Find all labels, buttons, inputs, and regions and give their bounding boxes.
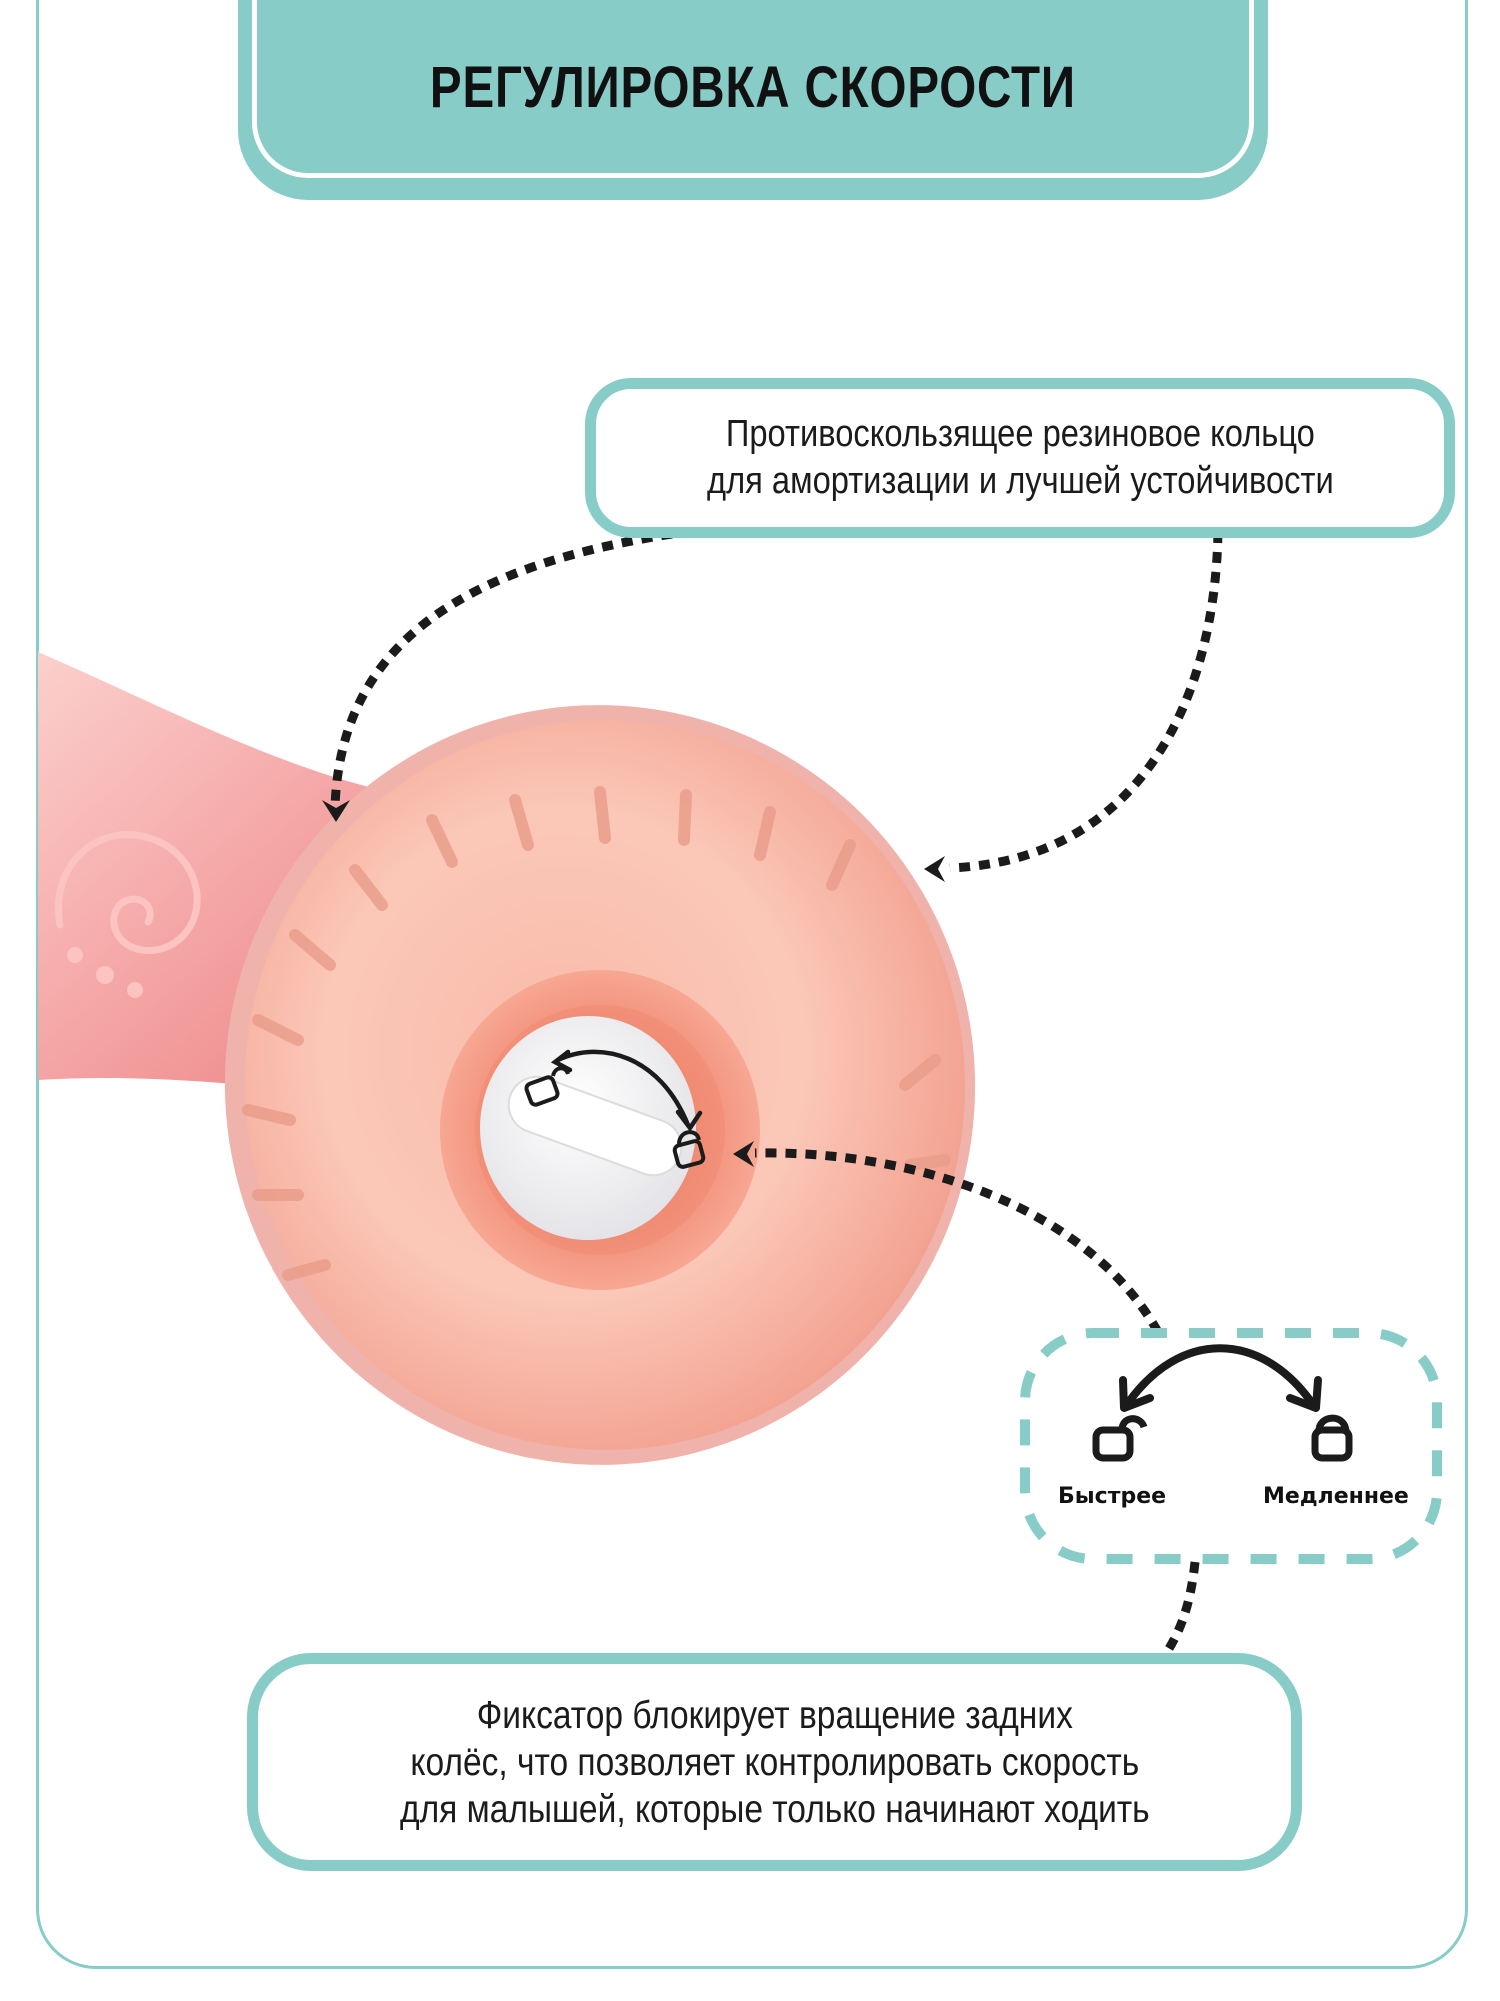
legend-unlocked-padlock-icon [1092,1415,1148,1462]
legend-double-arrow-icon [1119,1344,1322,1412]
dotted-connector-legend-to-callout [1161,1561,1200,1658]
dotted-arrow-to-dial [733,1141,1162,1335]
title-banner [238,0,1268,200]
wheel [224,705,976,1465]
swirl-emblem [55,831,201,998]
dial-handle [507,1075,683,1177]
callout-lock-line-3: для малышей, которые только начинают ход… [399,1787,1150,1831]
dial-unlocked-padlock-icon [524,1066,570,1107]
tread-grooves [242,786,951,1281]
callout-rubber-ring-line-1: Противоскользящее резиновое кольцо [725,413,1315,455]
legend-slow-label: Медленнее [1263,1484,1409,1509]
page-title: РЕГУЛИРОВКА СКОРОСТИ [429,55,1077,120]
callout-lock: Фиксатор блокирует вращение задних колёс… [247,1653,1302,1871]
legend-fast-label: Быстрее [1058,1484,1167,1509]
legend-dashed-box [1020,1328,1442,1564]
dial-locked-padlock-icon [672,1130,706,1169]
callout-rubber-ring: Противоскользящее резиновое кольцо для а… [585,378,1455,538]
callout-lock-line-2: колёс, что позволяет контролировать скор… [410,1740,1139,1784]
page-frame [36,0,1468,1969]
title-banner-inner: РЕГУЛИРОВКА СКОРОСТИ [252,0,1254,178]
dotted-arrow-to-body [322,529,673,822]
dotted-arrow-to-wheel-edge [924,531,1223,882]
legend-locked-padlock-icon [1311,1414,1353,1462]
callout-lock-line-1: Фиксатор блокирует вращение задних [476,1693,1073,1737]
callout-rubber-ring-line-2: для амортизации и лучшей устойчивости [706,460,1334,502]
